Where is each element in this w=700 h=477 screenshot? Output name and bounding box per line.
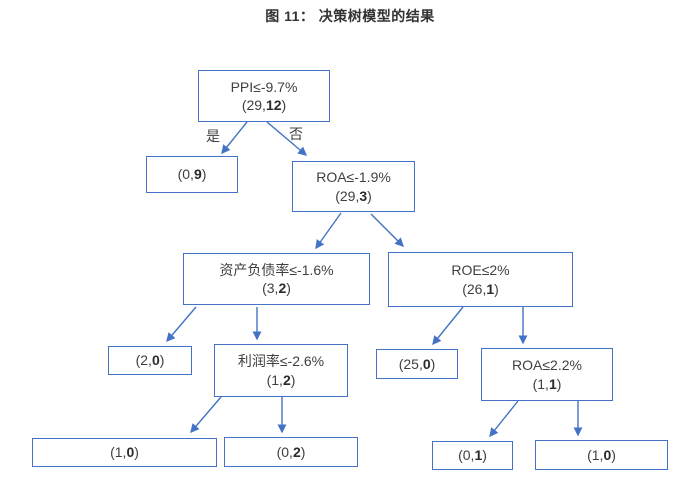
- node-counts: (1,0): [587, 446, 616, 464]
- tree-leaf-1-0-left: (1,0): [32, 438, 217, 467]
- count-open: (26,: [462, 280, 487, 297]
- count-open: (0,: [177, 166, 194, 183]
- node-counts: (0,2): [277, 443, 306, 461]
- node-counts: (1,2): [267, 371, 296, 389]
- node-counts: (29,3): [335, 187, 372, 205]
- tree-node-roa-2: ROA≤2.2% (1,1): [481, 348, 613, 401]
- edge-roe-left: [432, 306, 464, 346]
- node-counts: (0,1): [458, 446, 487, 464]
- tree-leaf-2-0: (2,0): [108, 346, 192, 375]
- count-bold: 9: [193, 166, 202, 183]
- tree-node-root-ppi: PPI≤-9.7% (29,12): [198, 70, 330, 122]
- count-close: ): [159, 352, 165, 369]
- count-close: ): [290, 371, 296, 388]
- count-close: ): [300, 443, 306, 460]
- edge-root-yes: [221, 121, 248, 155]
- node-condition: ROE≤2%: [451, 262, 510, 279]
- node-counts: (25,0): [399, 355, 436, 373]
- tree-leaf-25-0: (25,0): [376, 349, 458, 379]
- node-condition: 资产负债率≤-1.6%: [219, 261, 334, 278]
- count-open: (29,: [335, 187, 360, 204]
- count-bold: 2: [292, 443, 301, 460]
- count-bold: 1: [486, 280, 495, 297]
- count-open: (0,: [458, 447, 475, 464]
- node-condition: PPI≤-9.7%: [230, 78, 298, 95]
- edge-label-no: 否: [289, 126, 303, 142]
- count-open: (25,: [398, 355, 423, 372]
- count-bold: 0: [126, 444, 135, 461]
- count-close: ): [201, 166, 207, 183]
- node-counts: (2,0): [136, 351, 165, 369]
- count-open: (29,: [241, 97, 266, 113]
- node-counts: (3,2): [262, 279, 291, 297]
- edge-roa-right: [370, 213, 404, 247]
- node-counts: (1,1): [533, 375, 562, 393]
- edge-debtratio-left: [166, 306, 197, 343]
- tree-leaf-0-2: (0,2): [224, 437, 358, 467]
- count-bold: 0: [603, 446, 612, 463]
- count-close: ): [556, 375, 562, 392]
- count-open: (1,: [532, 375, 549, 392]
- count-close: ): [494, 280, 499, 297]
- tree-node-debt-ratio: 资产负债率≤-1.6% (3,2): [183, 253, 370, 305]
- tree-leaf-0-1: (0,1): [432, 441, 513, 470]
- edge-profit-left: [190, 396, 222, 434]
- tree-node-profit-margin: 利润率≤-2.6% (1,2): [214, 344, 348, 397]
- count-open: (1,: [110, 444, 127, 461]
- count-open: (3,: [262, 280, 279, 296]
- count-bold: 1: [474, 447, 483, 464]
- count-close: ): [430, 355, 436, 372]
- count-close: ): [482, 447, 487, 464]
- count-bold: 2: [282, 371, 291, 388]
- count-bold: 0: [422, 355, 431, 372]
- count-bold: 3: [359, 187, 368, 204]
- node-counts: (0,9): [178, 165, 207, 183]
- edge-root-no: [266, 121, 308, 156]
- node-counts: (1,0): [110, 443, 139, 461]
- count-open: (2,: [135, 352, 152, 369]
- count-bold: 0: [151, 352, 160, 369]
- node-condition: 利润率≤-2.6%: [237, 353, 325, 370]
- edge-roa-left: [315, 212, 342, 250]
- count-open: (0,: [276, 443, 293, 460]
- node-counts: (29,12): [242, 96, 286, 114]
- node-counts: (26,1): [462, 280, 499, 298]
- edge-label-yes: 是: [206, 128, 220, 144]
- count-open: (1,: [587, 446, 604, 463]
- tree-leaf-1-0-right: (1,0): [535, 440, 668, 470]
- count-close: ): [281, 97, 287, 113]
- tree-node-roe: ROE≤2% (26,1): [388, 252, 573, 307]
- count-close: ): [134, 444, 139, 461]
- tree-node-roa: ROA≤-1.9% (29,3): [292, 161, 415, 212]
- node-condition: ROA≤2.2%: [512, 357, 582, 374]
- edge-roa2-left: [489, 400, 519, 438]
- count-close: ): [286, 280, 291, 296]
- figure-title: 图 11： 决策树模型的结果: [265, 8, 435, 24]
- tree-leaf-0-9: (0,9): [146, 156, 238, 193]
- count-bold: 1: [548, 375, 557, 392]
- count-open: (1,: [266, 371, 283, 388]
- count-close: ): [611, 446, 616, 463]
- node-condition: ROA≤-1.9%: [316, 169, 391, 186]
- count-bold: 12: [265, 97, 282, 113]
- count-close: ): [367, 187, 372, 204]
- count-bold: 2: [278, 280, 287, 296]
